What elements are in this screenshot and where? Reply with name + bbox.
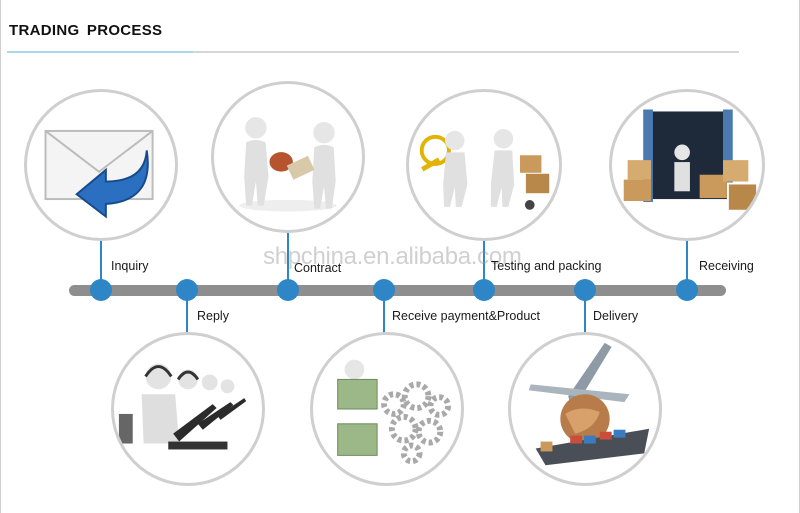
- step-image-reply: [111, 332, 265, 486]
- connector-reply: [186, 292, 188, 334]
- contract-stamp-icon: [239, 117, 337, 212]
- step-image-payment: [310, 332, 464, 486]
- connector-contract: [287, 232, 289, 288]
- container-boxes-icon: [623, 109, 757, 210]
- connector-inquiry: [100, 238, 102, 288]
- step-image-delivery: [508, 332, 662, 486]
- watermark: shpchina.en.alibaba.com: [263, 243, 522, 270]
- step-label-payment: Receive payment&Product: [392, 309, 540, 323]
- connector-payment: [383, 292, 385, 334]
- step-image-receiving: [609, 89, 765, 241]
- timeline-dot-contract: [277, 279, 299, 301]
- timeline-dot-receiving: [676, 279, 698, 301]
- page-title: TRADING PROCESS: [9, 22, 163, 39]
- call-center-icon: [118, 363, 247, 450]
- timeline-bar: [69, 285, 726, 296]
- plane-ship-globe-icon: [528, 342, 650, 466]
- step-image-testing: [406, 89, 562, 241]
- inspection-boxes-icon: [419, 128, 550, 210]
- step-label-delivery: Delivery: [593, 309, 639, 323]
- timeline-dot-reply: [176, 279, 198, 301]
- step-label-reply: Reply: [197, 309, 229, 323]
- step-label-testing: Testing and packing: [491, 259, 602, 273]
- step-label-inquiry: Inquiry: [111, 259, 149, 273]
- step-image-inquiry: [24, 89, 178, 241]
- connector-testing: [483, 240, 485, 288]
- timeline-dot-payment: [373, 279, 395, 301]
- step-image-contract: [211, 81, 365, 233]
- timeline-dot-testing: [473, 279, 495, 301]
- timeline-dot-inquiry: [90, 279, 112, 301]
- connector-delivery: [584, 292, 586, 334]
- timeline-dot-delivery: [574, 279, 596, 301]
- title-underline: [7, 51, 739, 53]
- title-underline-accent: [7, 51, 193, 53]
- connector-receiving: [686, 240, 688, 288]
- step-label-contract: Contract: [294, 261, 342, 275]
- envelope-reply-icon: [44, 129, 154, 219]
- money-gears-icon: [337, 359, 452, 465]
- step-label-receiving: Receiving: [699, 259, 754, 273]
